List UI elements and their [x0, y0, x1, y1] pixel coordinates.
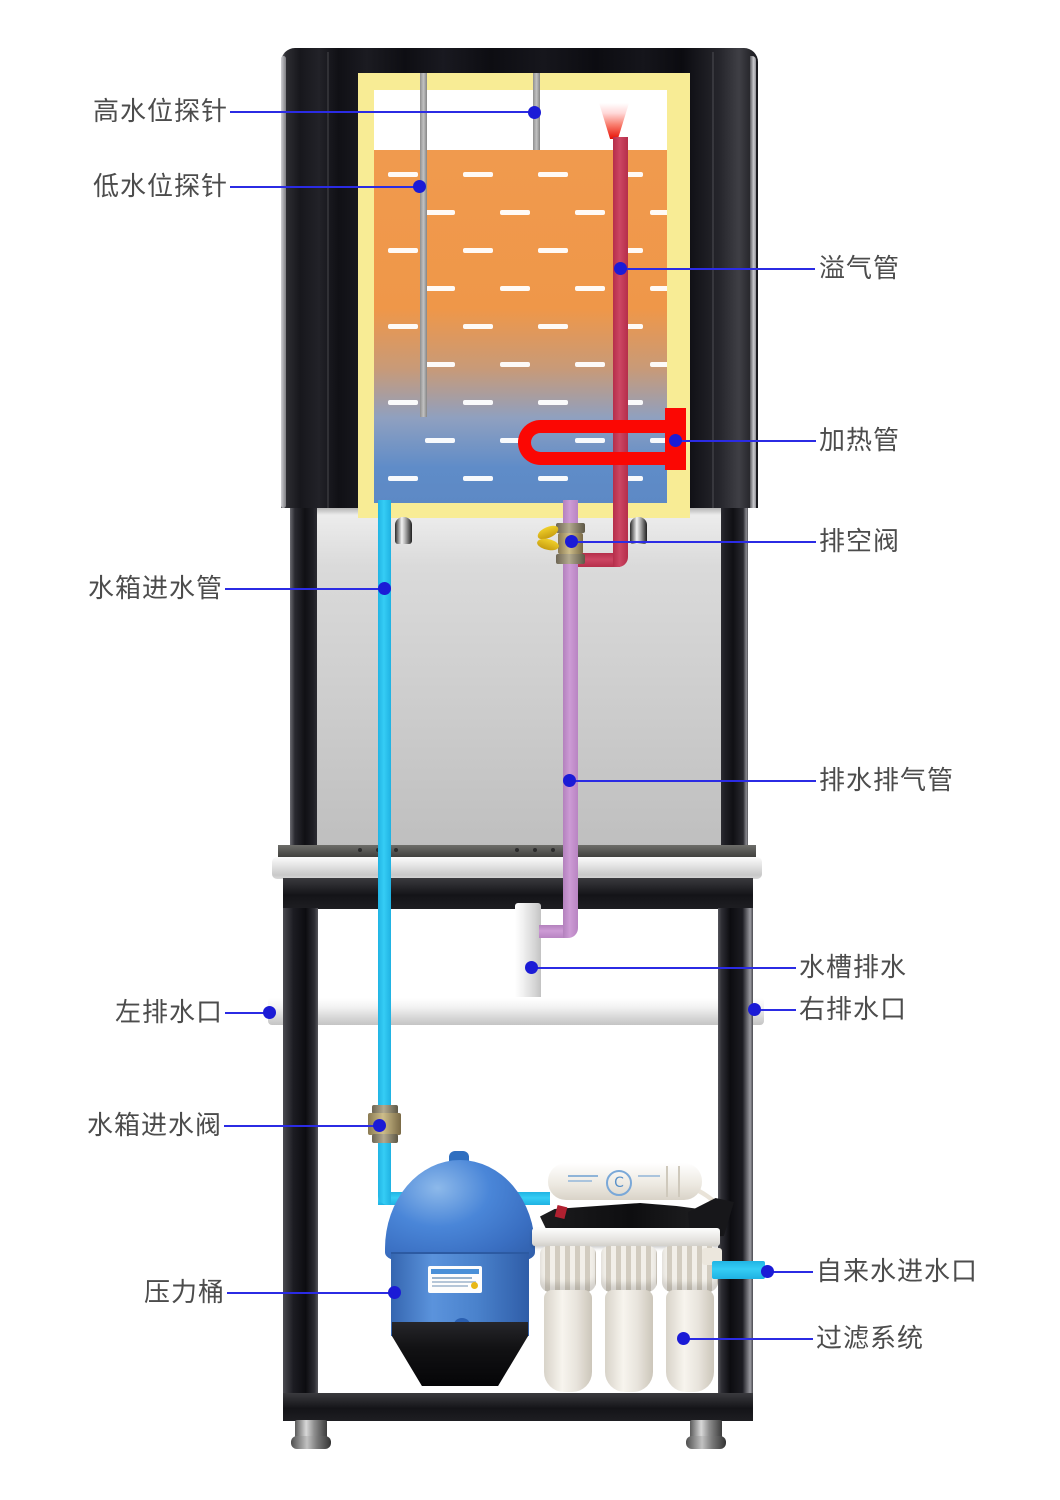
filter-label-line — [568, 1180, 592, 1182]
drain-exhaust-pipe — [563, 500, 578, 938]
filter-cartridge-ring — [678, 1166, 680, 1197]
body-right-column — [721, 508, 748, 846]
leader-tank-inlet-pipe — [225, 588, 385, 590]
sink-drain-hole — [515, 848, 519, 852]
label-drain-valve: 排空阀 — [819, 527, 901, 557]
filter-inlet-elbow — [702, 1248, 722, 1265]
filter-collar-1 — [540, 1246, 596, 1292]
cabinet-right-edge-highlight — [750, 56, 756, 508]
dot-filter-system — [677, 1332, 690, 1345]
stand-left-post — [283, 908, 318, 1395]
filter-label-line — [638, 1175, 660, 1177]
filter-shelf — [532, 1228, 720, 1246]
leader-filter-system — [684, 1338, 813, 1340]
label-filter-system: 过滤系统 — [816, 1324, 925, 1354]
leader-low-probe — [230, 186, 420, 188]
tank-inlet-valve-top — [372, 1105, 398, 1114]
pressure-tank-label-line — [432, 1281, 476, 1283]
label-right-drain: 右排水口 — [799, 995, 908, 1025]
cabinet-seam-left — [327, 52, 329, 508]
filter-cartridge-2 — [605, 1290, 653, 1392]
pressure-tank-label-bar — [431, 1269, 479, 1274]
leader-sink-drain — [532, 967, 796, 969]
dot-pressure-tank — [388, 1286, 401, 1299]
sink-drain-hole — [551, 848, 555, 852]
filter-cartridge-3 — [666, 1290, 714, 1392]
left-foot-base — [291, 1436, 331, 1449]
pressure-tank-label-line — [432, 1277, 472, 1279]
pressure-tank-label-seal — [471, 1282, 478, 1289]
leader-heating-tube — [676, 440, 816, 442]
dot-right-drain — [748, 1003, 761, 1016]
filter-collar-2 — [601, 1246, 657, 1292]
drain-valve-bottom-nut — [556, 554, 585, 564]
leader-drain-exhaust-pipe — [570, 780, 816, 782]
overflow-pipe-vertical — [613, 137, 628, 567]
dot-drain-valve — [565, 535, 578, 548]
drain-pipe-horizontal — [268, 997, 764, 1025]
sink-drain-pipe-vertical — [515, 903, 541, 1005]
leader-right-drain — [755, 1009, 796, 1011]
left-faucet — [395, 517, 412, 544]
label-tank-inlet-valve: 水箱进水阀 — [86, 1111, 222, 1141]
tank-inlet-pipe — [378, 500, 391, 1205]
drain-valve-top-nut — [556, 523, 585, 533]
stand-right-post — [718, 908, 753, 1395]
dot-sink-drain — [525, 961, 538, 974]
filter-cartridge-1 — [544, 1290, 592, 1392]
dot-tank-inlet-pipe — [378, 582, 391, 595]
label-low-probe: 低水位探针 — [92, 172, 228, 202]
label-tap-water-inlet: 自来水进水口 — [816, 1257, 979, 1287]
right-foot — [690, 1420, 722, 1439]
pressure-tank-label — [428, 1266, 482, 1293]
tap-water-inlet-pipe — [712, 1261, 765, 1279]
label-sink-drain: 水槽排水 — [799, 953, 908, 983]
leader-overflow-pipe — [621, 268, 815, 270]
left-foot — [295, 1420, 327, 1439]
filter-top-cartridge: C — [548, 1163, 702, 1200]
dot-tank-inlet-valve — [373, 1119, 386, 1132]
label-overflow-pipe: 溢气管 — [819, 254, 901, 284]
dot-high-probe — [528, 106, 541, 119]
label-heating-tube: 加热管 — [819, 426, 901, 456]
label-pressure-tank: 压力桶 — [143, 1278, 225, 1308]
tank-inlet-valve-bottom — [372, 1134, 398, 1143]
dot-drain-exhaust-pipe — [563, 774, 576, 787]
dot-overflow-pipe — [614, 262, 627, 275]
heating-element-u-tube — [518, 420, 667, 465]
label-drain-exhaust-pipe: 排水排气管 — [819, 766, 955, 796]
label-left-drain: 左排水口 — [114, 998, 223, 1028]
leader-tap-water-inlet — [768, 1271, 813, 1273]
sink-drain-hole — [358, 848, 362, 852]
drain-exhaust-pipe-elbow — [539, 925, 567, 938]
cabinet-seam-right — [712, 52, 714, 508]
dot-tap-water-inlet — [761, 1265, 774, 1278]
dot-heating-tube — [669, 434, 682, 447]
dot-left-drain — [263, 1006, 276, 1019]
leader-drain-valve — [572, 541, 816, 543]
leader-tank-inlet-valve — [224, 1125, 380, 1127]
stand-bottom-beam — [283, 1393, 753, 1421]
dot-low-probe — [413, 180, 426, 193]
leader-left-drain — [225, 1012, 270, 1014]
body-left-column — [290, 508, 317, 846]
label-tank-inlet-pipe: 水箱进水管 — [87, 574, 223, 604]
right-faucet — [630, 517, 647, 544]
pressure-tank-dome — [385, 1160, 535, 1260]
right-foot-base — [686, 1436, 726, 1449]
sink-band — [272, 857, 762, 879]
body-panel — [316, 505, 722, 846]
cabinet-left-edge-highlight — [281, 56, 286, 508]
filter-logo-badge: C — [606, 1170, 632, 1196]
pressure-tank-label-line — [432, 1285, 468, 1287]
low-level-probe — [420, 73, 427, 417]
label-high-probe: 高水位探针 — [92, 97, 228, 127]
pressure-tank-base — [392, 1322, 528, 1386]
leader-pressure-tank — [227, 1292, 395, 1294]
filter-label-line — [568, 1175, 598, 1177]
sink-drain-hole — [533, 848, 537, 852]
leader-high-probe — [230, 111, 535, 113]
filter-cartridge-ring — [666, 1166, 668, 1197]
sink-drain-hole — [394, 848, 398, 852]
